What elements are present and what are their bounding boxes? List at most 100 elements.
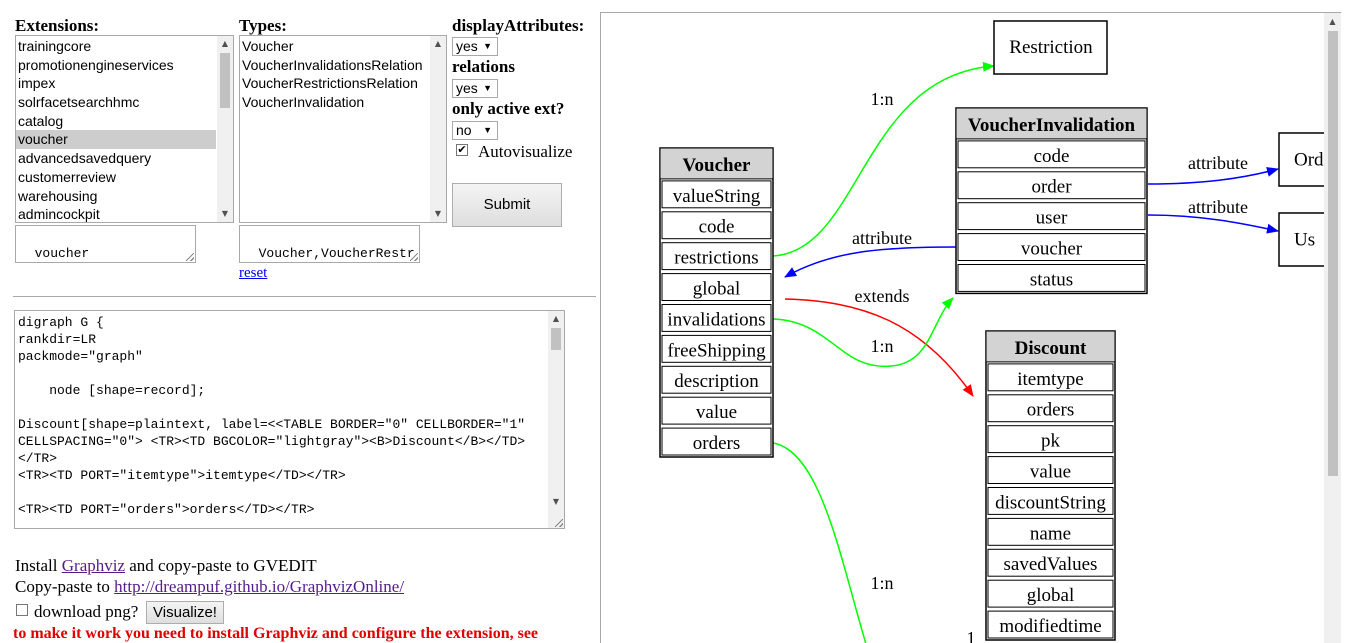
extension-option[interactable]: admincockpit: [18, 206, 100, 223]
scroll-up-icon[interactable]: ▲: [434, 39, 442, 48]
extension-option[interactable]: advancedsavedquery: [18, 150, 152, 167]
reset-link[interactable]: reset: [239, 265, 268, 281]
voucher-invalidation-node[interactable]: VoucherInvalidationcodeorderuservouchers…: [955, 107, 1148, 295]
extension-option[interactable]: warehousing: [18, 187, 98, 204]
scroll-up-icon[interactable]: ▲: [221, 39, 229, 48]
graphviz-link[interactable]: Graphviz: [61, 556, 126, 575]
field-global: global: [1027, 585, 1075, 606]
submit-button[interactable]: Submit: [452, 183, 562, 227]
relations-value: yes: [456, 80, 478, 96]
node-header: [659, 147, 774, 180]
node-header: [985, 330, 1116, 363]
autovisualize-label: Autovisualize: [478, 142, 573, 161]
node-title: Discount: [1015, 338, 1087, 359]
field-description: description: [674, 371, 759, 392]
extensions-scrollbar[interactable]: ▲ ▼: [217, 36, 233, 222]
types-textarea[interactable]: Voucher,VoucherRestrictionsRelation,Vo: [239, 225, 420, 263]
type-option[interactable]: VoucherInvalidationsRelation: [242, 56, 423, 73]
scroll-up-icon[interactable]: ▲: [552, 314, 560, 323]
node-title: Ord: [1294, 150, 1324, 171]
relations-select[interactable]: yes ▼: [452, 79, 498, 98]
dot-source-text: digraph G { rankdir=LR packmode="graph" …: [18, 315, 526, 517]
bottom-marker-label: 1: [967, 628, 976, 643]
field-valuestring: valueString: [673, 186, 761, 207]
scrollbar-thumb[interactable]: [1328, 31, 1338, 476]
node-frame: [993, 20, 1108, 75]
field-user: user: [1036, 208, 1068, 229]
field-cell: [987, 425, 1114, 454]
type-option[interactable]: Voucher: [242, 38, 294, 54]
graphviz-online-link[interactable]: http://dreampuf.github.io/GraphvizOnline…: [114, 577, 405, 596]
field-cell: [987, 394, 1114, 423]
field-cell: [661, 242, 772, 271]
install-prefix: Install: [15, 556, 62, 575]
install-line: Install Graphviz and copy-paste to GVEDI…: [15, 556, 317, 576]
user-edge-label: attribute: [1188, 197, 1248, 217]
restriction-node[interactable]: Restriction: [993, 20, 1108, 75]
field-cell: [957, 140, 1146, 169]
field-cell: [661, 304, 772, 332]
graph-scrollbar[interactable]: ▲: [1324, 13, 1341, 643]
extensions-label: Extensions:: [15, 16, 100, 35]
invalidations-edge-label: 1:n: [870, 336, 893, 356]
field-cell: [661, 427, 772, 456]
extension-option[interactable]: impex: [18, 75, 56, 92]
field-order: order: [1031, 177, 1072, 198]
download-png-checkbox[interactable]: [16, 604, 28, 616]
types-label: Types:: [239, 16, 287, 35]
extensions-textarea[interactable]: voucher: [15, 225, 196, 263]
field-cell: [661, 334, 772, 363]
restrictions-edge: [772, 61, 995, 257]
dropdown-arrow-icon: ▼: [483, 83, 492, 93]
field-cell: [957, 171, 1146, 200]
scroll-down-icon[interactable]: ▼: [221, 209, 229, 218]
user-edge: [1147, 214, 1279, 234]
resize-grip-icon[interactable]: [410, 253, 418, 261]
field-cell: [987, 487, 1114, 515]
extension-option[interactable]: catalog: [18, 112, 64, 129]
scroll-up-icon[interactable]: ▲: [1329, 17, 1336, 26]
field-cell: [661, 180, 772, 209]
dot-source-scrollbar[interactable]: ▲ ▼: [548, 311, 564, 528]
node-frame: [659, 147, 774, 458]
visualize-button[interactable]: Visualize!: [146, 601, 224, 624]
extension-option[interactable]: voucher: [16, 130, 216, 150]
scroll-down-icon[interactable]: ▼: [552, 497, 560, 506]
voucher-node[interactable]: VouchervalueStringcoderestrictionsglobal…: [659, 147, 774, 458]
extension-option[interactable]: promotionengineservices: [18, 56, 174, 73]
field-cell: [661, 396, 772, 425]
field-itemtype: itemtype: [1017, 369, 1083, 390]
node-title: Us: [1294, 230, 1315, 251]
field-code: code: [699, 217, 735, 238]
field-modifiedtime: modifiedtime: [999, 616, 1101, 637]
resize-grip-icon[interactable]: [555, 519, 563, 527]
field-cell: [987, 579, 1114, 608]
scrollbar-thumb[interactable]: [220, 53, 230, 108]
extension-option[interactable]: customerreview: [18, 168, 117, 185]
autovisualize-checkbox[interactable]: ✔: [456, 143, 468, 156]
extensions-listbox[interactable]: trainingcore promotionengineservices impex…: [15, 35, 234, 223]
scroll-down-icon[interactable]: ▼: [434, 209, 442, 218]
field-cell: [661, 365, 772, 394]
field-invalidations: invalidations: [667, 309, 765, 330]
type-option[interactable]: VoucherInvalidation: [242, 94, 365, 111]
types-scrollbar[interactable]: ▲ ▼: [430, 36, 446, 222]
discount-node[interactable]: DiscountitemtypeorderspkvaluediscountStr…: [985, 330, 1116, 641]
only-active-select[interactable]: no▼: [452, 121, 498, 140]
divider: [13, 296, 596, 297]
field-cell: [987, 456, 1114, 485]
node-title: Restriction: [1009, 37, 1093, 58]
type-option[interactable]: VoucherRestrictionsRelation: [242, 75, 418, 92]
graph-svg: VouchervalueStringcoderestrictionsglobal…: [659, 20, 1340, 643]
extension-option[interactable]: trainingcore: [18, 38, 92, 54]
resize-grip-icon[interactable]: [186, 253, 194, 261]
node-header: [955, 107, 1148, 140]
display-attributes-label: displayAttributes:: [452, 16, 585, 35]
extension-option[interactable]: solrfacetsearchhmc: [18, 94, 140, 111]
display-attributes-select[interactable]: yes▼: [452, 37, 498, 56]
download-png-label: download png?: [34, 602, 139, 621]
dot-source-textarea[interactable]: digraph G { rankdir=LR packmode="graph" …: [14, 310, 565, 529]
scrollbar-thumb[interactable]: [551, 328, 561, 350]
